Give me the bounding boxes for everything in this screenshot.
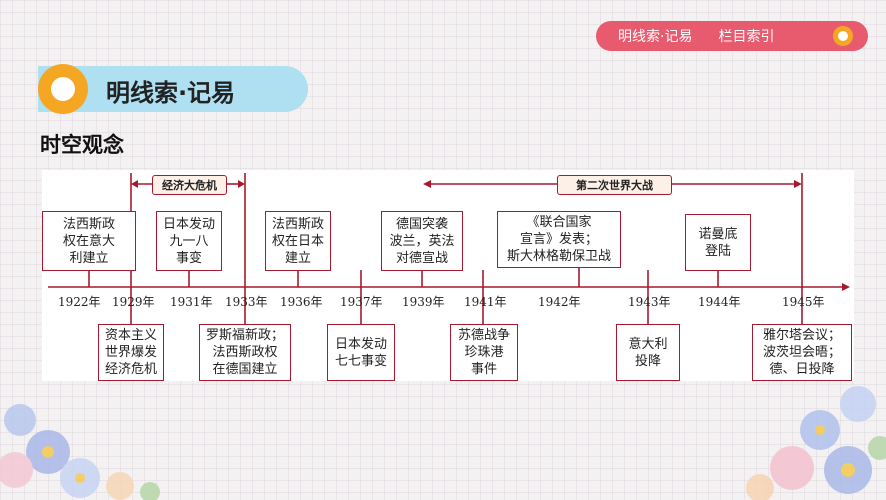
event-box-1944: 诺曼底 登陆 (685, 214, 751, 271)
page-subtitle: 时空观念 (40, 133, 124, 157)
year-label: 1929年 (112, 295, 155, 309)
year-label: 1931年 (170, 295, 213, 309)
event-box-1929: 资本主义 世界爆发 经济危机 (98, 324, 164, 381)
nav-current-section[interactable]: 明线索·记易 (618, 29, 693, 45)
section-header: 明线索·记易 (38, 64, 308, 114)
period-label-wwii: 第二次世界大战 (557, 175, 672, 195)
year-label: 1936年 (280, 295, 323, 309)
year-label: 1933年 (225, 295, 268, 309)
year-label: 1942年 (538, 295, 581, 309)
event-box-1939: 德国突袭 波兰，英法 对德宣战 (381, 211, 463, 271)
year-label: 1943年 (628, 295, 671, 309)
year-label: 1941年 (464, 295, 507, 309)
year-label: 1922年 (58, 295, 101, 309)
event-box-1943: 意大利 投降 (616, 324, 680, 381)
nav-index-link[interactable]: 栏目索引 (718, 29, 775, 45)
section-bullet-icon (38, 64, 88, 114)
year-label: 1939年 (402, 295, 445, 309)
section-title: 明线索·记易 (106, 79, 236, 107)
location-pin-icon[interactable] (832, 25, 854, 47)
event-box-1936: 法西斯政 权在日本 建立 (265, 211, 331, 271)
event-box-1931: 日本发动 九一八 事变 (156, 211, 222, 271)
event-box-1933: 罗斯福新政； 法西斯政权 在德国建立 (199, 324, 291, 381)
timeline-lines (48, 173, 850, 324)
year-label: 1944年 (698, 295, 741, 309)
event-box-1945: 雅尔塔会议； 波茨坦会晤； 德、日投降 (752, 324, 852, 381)
year-label: 1937年 (340, 295, 383, 309)
period-label-crisis: 经济大危机 (152, 175, 227, 195)
event-box-1942: 《联合国家 宣言》发表； 斯大林格勒保卫战 (497, 211, 621, 268)
event-box-1937: 日本发动 七七事变 (327, 324, 395, 381)
event-box-1922: 法西斯政 权在意大 利建立 (42, 211, 136, 271)
timeline-panel: 经济大危机 第二次世界大战 法西斯政 权在意大 利建立 日本发动 九一八 事变 … (42, 170, 854, 381)
nav-bar: 明线索·记易 栏目索引 (596, 21, 868, 51)
year-label: 1945年 (782, 295, 825, 309)
event-box-1941: 苏德战争 珍珠港 事件 (450, 324, 518, 381)
